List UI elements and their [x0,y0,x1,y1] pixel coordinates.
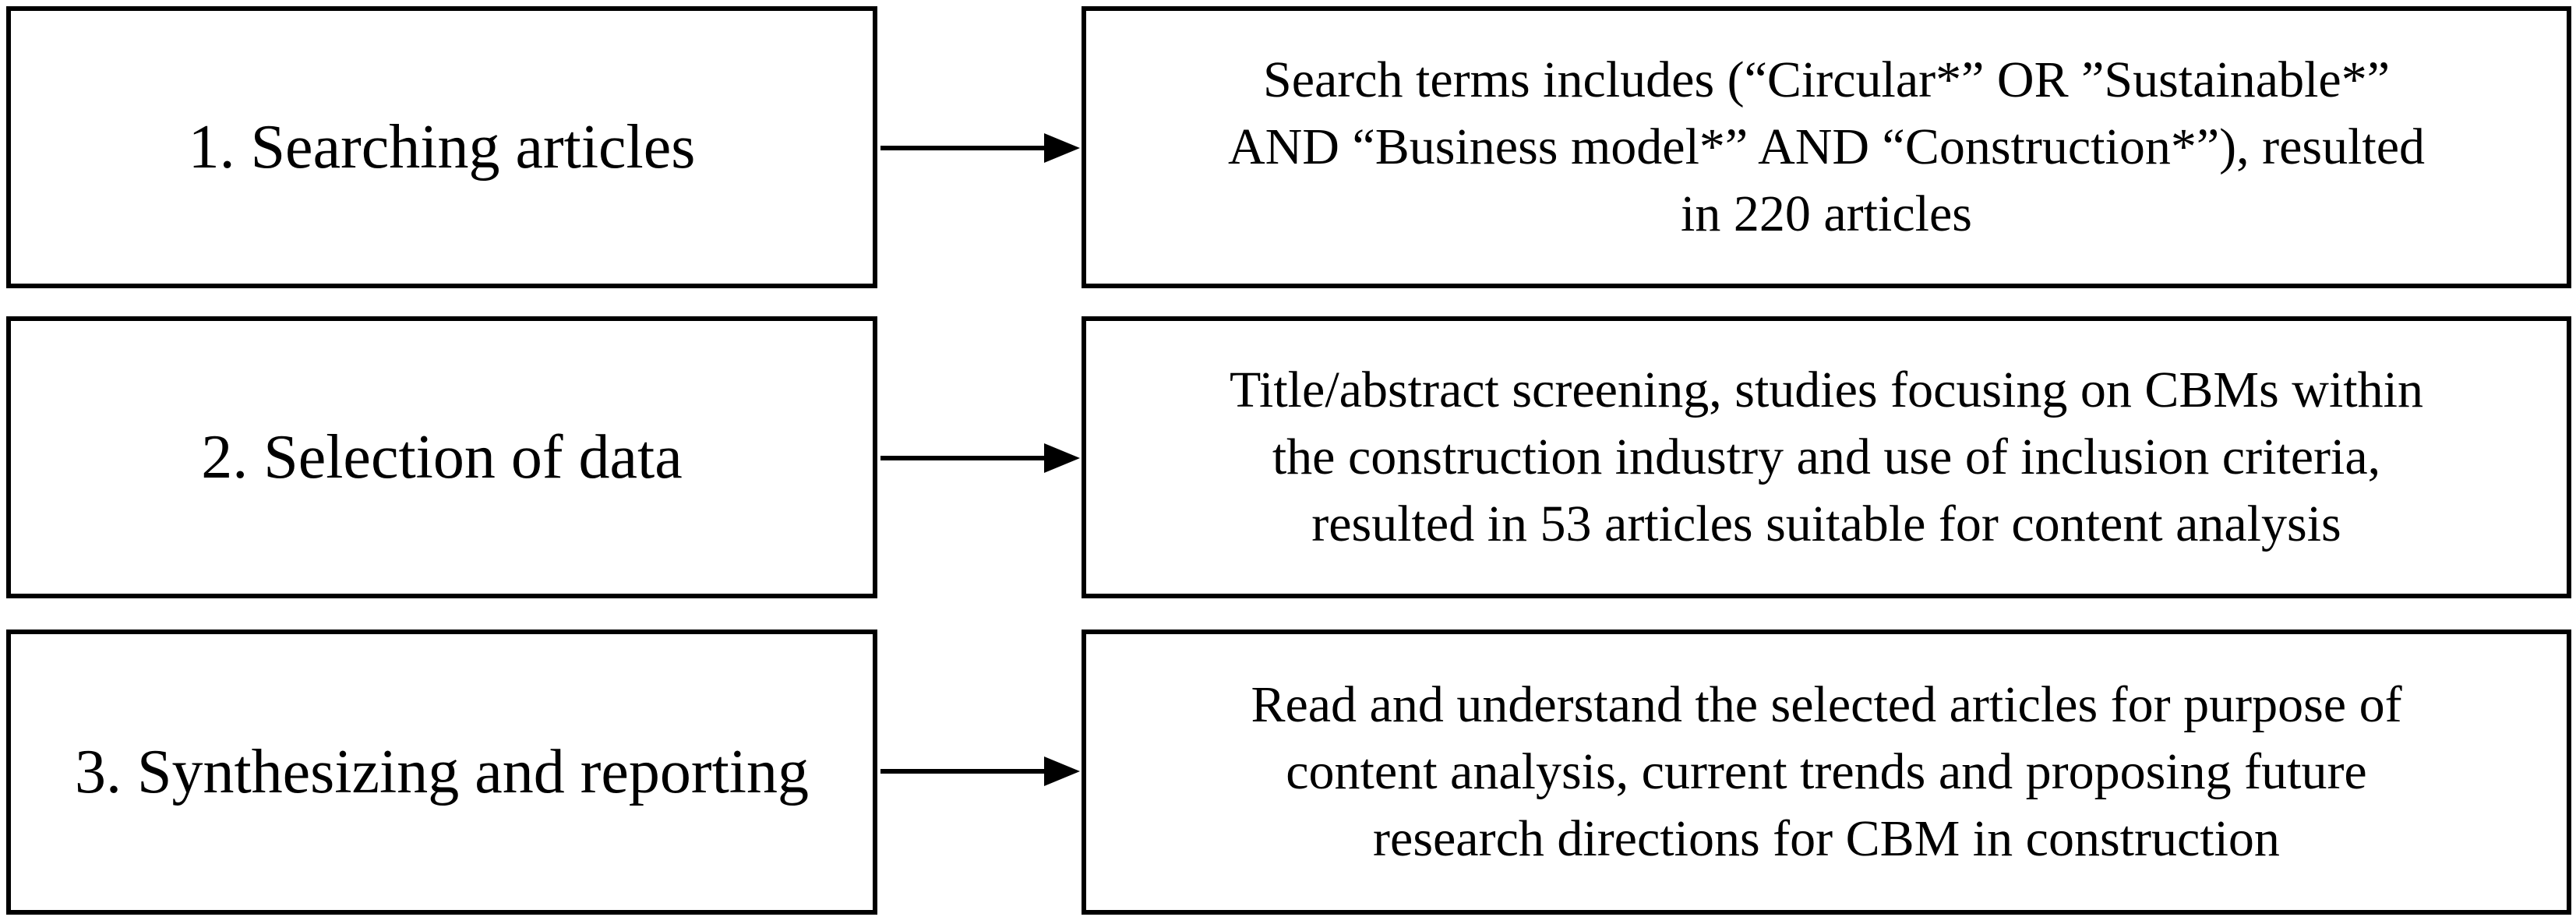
step-1-label: 1. Searching articles [188,113,696,182]
step-2-detail-line: the construction industry and use of inc… [1272,428,2381,486]
step-2-detail-line: resulted in 53 articles suitable for con… [1311,495,2341,552]
step-3-detail-line: content analysis, current trends and pro… [1286,743,2367,801]
step-1-detail-line: in 220 articles [1681,185,1972,242]
step-2-detail-box: Title/abstract screening, studies focusi… [1082,316,2571,598]
step-2-box: 2. Selection of data [6,316,877,598]
step-3-label: 3. Synthesizing and reporting [74,738,810,806]
step-3-box: 3. Synthesizing and reporting [6,630,877,915]
step-1-detail-text: Search terms includes (“Circular*” OR ”S… [1197,47,2456,247]
step-1-detail-line: AND “Business model*” AND “Construction*… [1227,118,2426,176]
arrow-1 [880,133,1080,163]
step-1-detail-line: Search terms includes (“Circular*” OR ”S… [1262,51,2390,109]
step-2-label: 2. Selection of data [201,423,683,492]
step-2-detail-text: Title/abstract screening, studies focusi… [1198,357,2454,557]
step-3-detail-line: Read and understand the selected article… [1251,676,2402,734]
step-3-detail-box: Read and understand the selected article… [1082,630,2571,915]
step-2-detail-line: Title/abstract screening, studies focusi… [1230,361,2423,419]
step-3-detail-line: research directions for CBM in construct… [1373,809,2280,867]
step-3-detail-text: Read and understand the selected article… [1219,672,2433,872]
step-1-detail-box: Search terms includes (“Circular*” OR ”S… [1082,6,2571,288]
arrow-3 [880,756,1080,786]
arrow-2 [880,443,1080,473]
step-1-box: 1. Searching articles [6,6,877,288]
